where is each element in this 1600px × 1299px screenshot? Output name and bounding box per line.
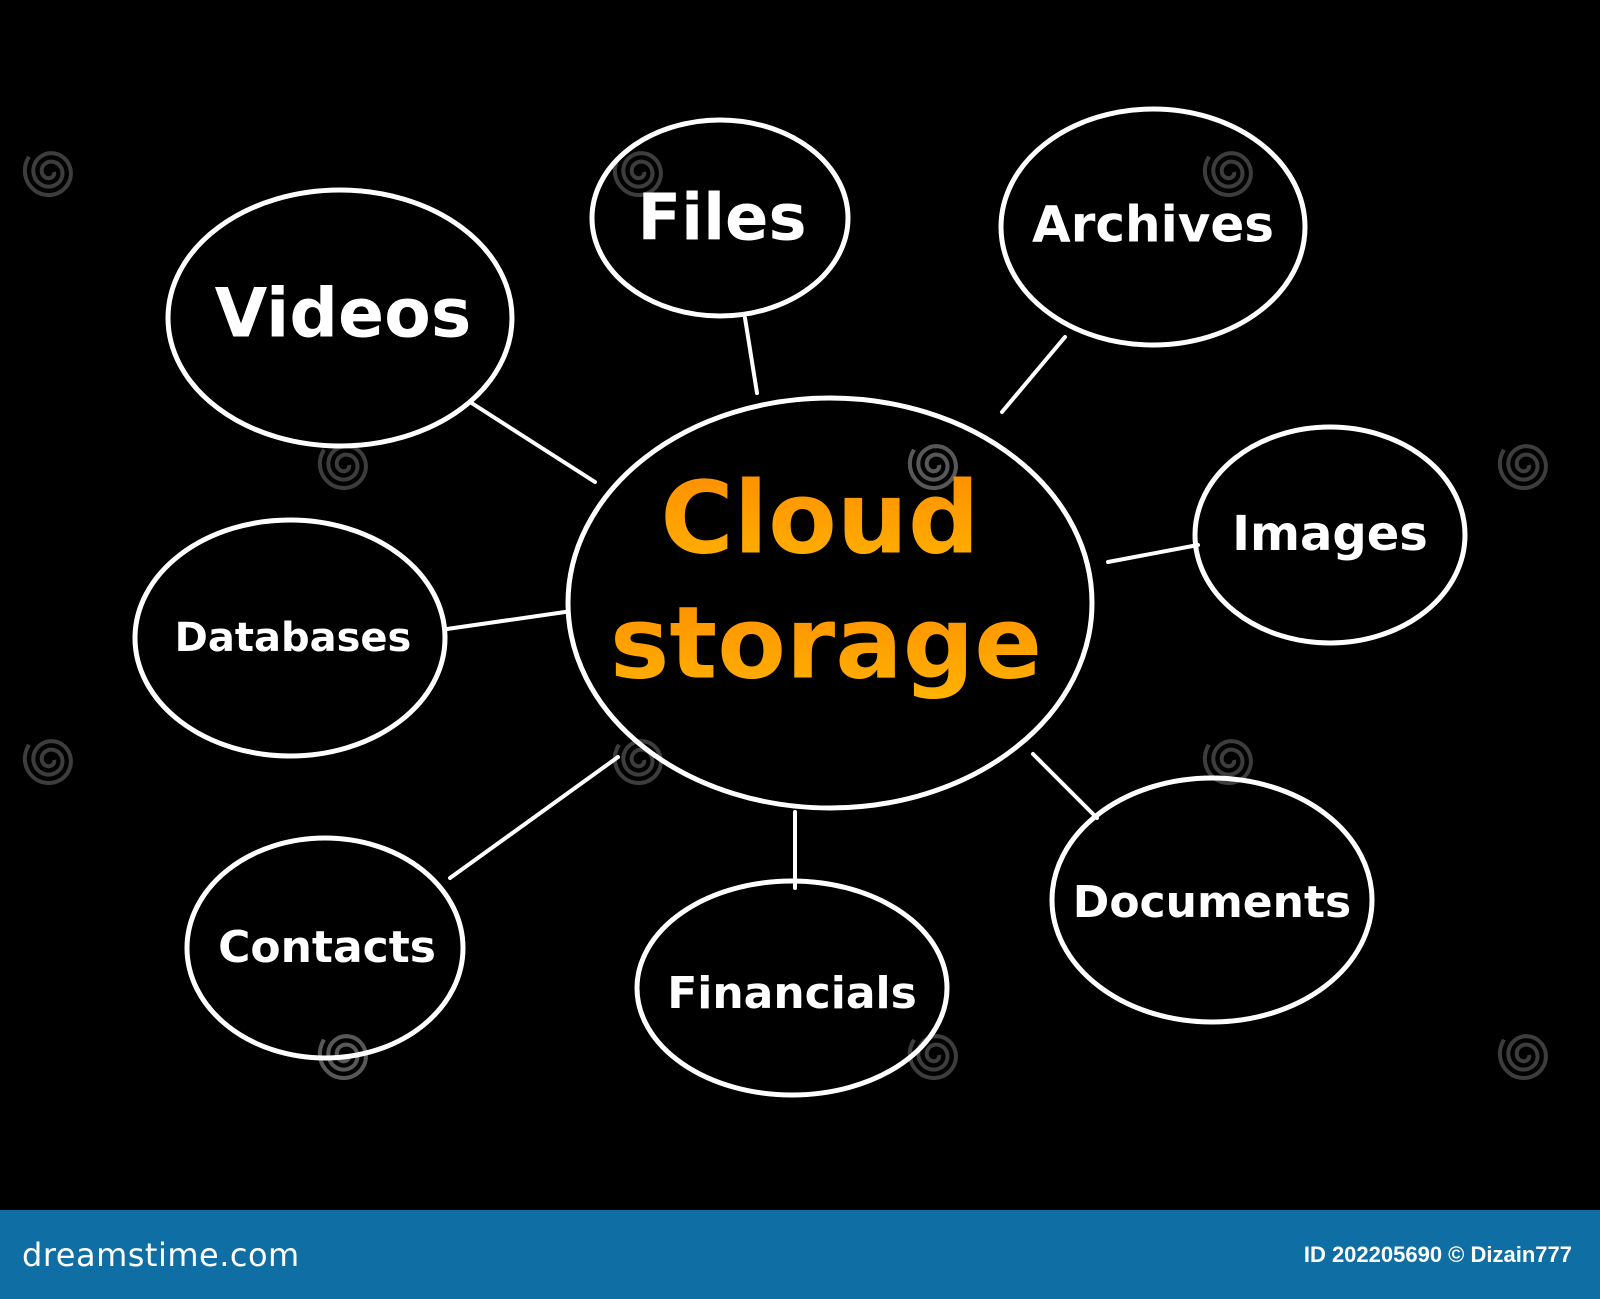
node-databases-outline [132,517,448,759]
node-videos-label: Videos [215,275,472,354]
connector-contacts [448,755,620,880]
connector-databases [445,610,567,631]
node-financials: Financials [634,878,950,1098]
watermark-spiral-icon [22,151,73,198]
node-databases: Databases [132,517,448,759]
node-documents-label: Documents [1073,877,1351,928]
center-label-line1: Cloud [660,459,979,576]
watermark-layer [22,151,1548,1081]
connector-documents [1031,752,1099,820]
center-node: Cloud storage [565,395,1095,811]
watermark-spiral-icon [1202,151,1253,198]
footer-credit: ID 202205690 © Dizain777 [1303,1241,1572,1267]
node-images-outline [1192,424,1468,646]
node-financials-outline [634,878,950,1098]
connector-archives [1000,335,1067,414]
watermark-spiral-icon [612,739,663,786]
node-videos-outline [165,187,515,449]
node-contacts-outline [184,835,466,1061]
watermark-spiral-icon [22,739,73,786]
footer-brand[interactable]: dreamstime.com [22,1235,300,1274]
connector-images [1106,543,1200,564]
node-videos: Videos [165,187,515,449]
node-images-label: Images [1232,506,1428,562]
node-files-outline [589,117,851,319]
connector-files [743,316,759,395]
node-images: Images [1192,424,1468,646]
node-financials-label: Financials [667,968,917,1019]
watermark-spiral-icon [612,151,663,198]
node-databases-label: Databases [175,615,412,661]
node-contacts-label: Contacts [218,922,436,973]
node-documents-outline [1049,775,1375,1025]
node-archives-outline [998,106,1308,348]
connectors [445,316,1200,890]
mind-map-stage: Videos Files Archives Images Databases C… [22,106,1548,1098]
node-files-label: Files [637,182,806,256]
watermark-spiral-icon [907,444,958,491]
watermark-spiral-icon [907,1034,958,1081]
footer-bar: dreamstime.com ID 202205690 © Dizain777 [0,1210,1600,1299]
watermark-spiral-icon [1497,1034,1548,1081]
watermark-spiral-icon [317,444,368,491]
center-label-line2: storage [610,584,1042,701]
node-documents: Documents [1049,775,1375,1025]
node-files: Files [589,117,851,319]
node-contacts: Contacts [184,835,466,1061]
watermark-spiral-icon [1497,444,1548,491]
node-archives-label: Archives [1032,196,1274,254]
node-archives: Archives [998,106,1308,348]
mind-map-diagram: Videos Files Archives Images Databases C… [22,106,1548,1098]
center-node-outline [565,395,1095,811]
connector-videos [468,400,597,484]
